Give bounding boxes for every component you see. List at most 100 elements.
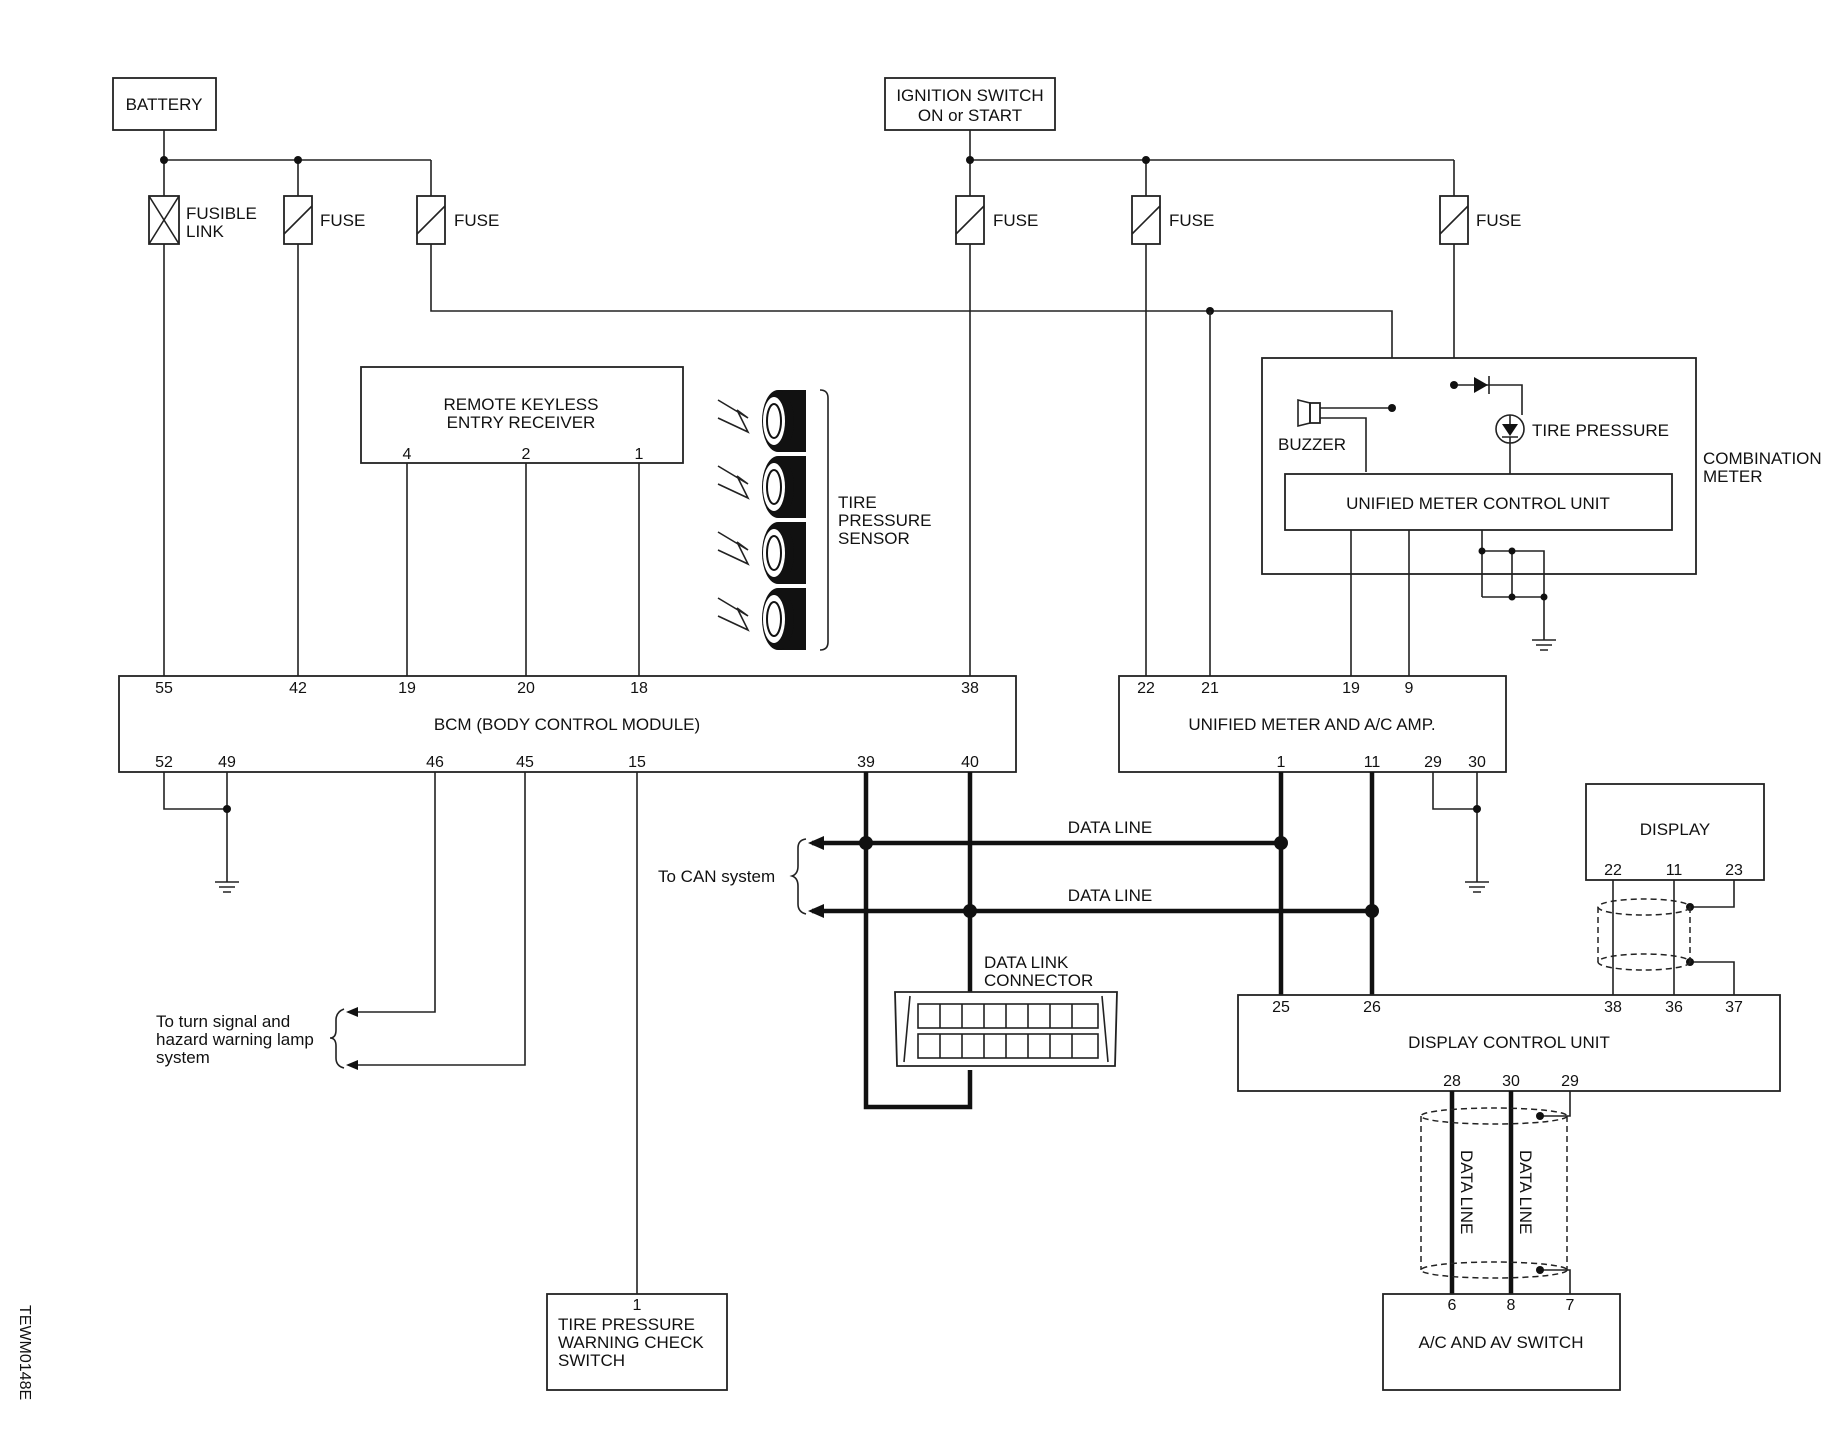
rke-pin-4: 4	[403, 446, 412, 463]
switch-pin-8: 8	[1507, 1297, 1516, 1314]
display-control-unit-label: DISPLAY CONTROL UNIT	[1408, 1033, 1610, 1052]
rke-label-1: REMOTE KEYLESS	[444, 395, 599, 414]
um-pin-11: 11	[1364, 754, 1381, 771]
fusible-link-label-1: FUSIBLE	[186, 204, 257, 223]
tire-icon	[717, 456, 806, 518]
dlc-label-1: DATA LINK	[984, 953, 1069, 972]
um-pin-30: 30	[1468, 754, 1486, 771]
dcu-pin-26: 26	[1363, 999, 1381, 1016]
tpw-label-2: WARNING CHECK	[558, 1333, 704, 1352]
bcm-pin-38: 38	[961, 680, 979, 697]
dcu-pin-28: 28	[1443, 1073, 1461, 1090]
can-data-line-label: DATA LINE	[1068, 818, 1152, 837]
dlc-label-2: CONNECTOR	[984, 971, 1093, 990]
dcu-pin-29: 29	[1561, 1073, 1579, 1090]
unified-meter-ac-amp-label: UNIFIED METER AND A/C AMP.	[1188, 715, 1435, 734]
um-pin-21: 21	[1201, 680, 1219, 697]
switch-pin-7: 7	[1566, 1297, 1575, 1314]
fuse-label: FUSE	[454, 211, 499, 230]
bcm-pin-19: 19	[398, 680, 416, 697]
bcm-pin-46: 46	[426, 754, 444, 771]
dcu-pin-38: 38	[1604, 999, 1622, 1016]
bcm-pin-39: 39	[857, 754, 875, 771]
tps-label-2: PRESSURE	[838, 511, 932, 530]
rke-label-2: ENTRY RECEIVER	[447, 413, 596, 432]
tpw-pin-1: 1	[633, 1297, 642, 1314]
um-pin-29: 29	[1424, 754, 1442, 771]
tire-icon	[717, 522, 806, 584]
battery-label: BATTERY	[126, 95, 203, 114]
shield-icon	[1420, 1107, 1568, 1279]
fuse-ignition-3: FUSE	[1439, 195, 1521, 245]
fuse-label: FUSE	[1476, 211, 1521, 230]
fusible-link: FUSIBLE LINK	[148, 195, 257, 245]
fuse-label: FUSE	[993, 211, 1038, 230]
ignition-switch-label-2: ON or START	[918, 106, 1022, 125]
bcm-pin-55: 55	[155, 680, 173, 697]
bcm-module: BCM (BODY CONTROL MODULE) 55 42 19 20 18…	[118, 675, 1017, 773]
buzzer-label: BUZZER	[1278, 435, 1346, 454]
shield-icon	[1597, 898, 1691, 971]
dcu-pin-37: 37	[1725, 999, 1743, 1016]
dcu-pin-36: 36	[1665, 999, 1683, 1016]
fuse-label: FUSE	[320, 211, 365, 230]
to-can-system-label: To CAN system	[658, 867, 775, 886]
display-pin-11: 11	[1666, 862, 1683, 879]
fuse-battery-1: FUSE	[283, 195, 365, 245]
figure-code: TEWM0148E	[16, 1305, 33, 1400]
fuse-battery-2: FUSE	[416, 195, 499, 245]
um-pin-9: 9	[1405, 680, 1414, 697]
um-pin-1: 1	[1277, 754, 1286, 771]
tpw-label-1: TIRE PRESSURE	[558, 1315, 695, 1334]
buzzer-icon	[1297, 398, 1392, 472]
display-pin-22: 22	[1604, 862, 1622, 879]
ground-icon	[215, 881, 239, 893]
bcm-pin-18: 18	[630, 680, 648, 697]
bcm-pin-42: 42	[289, 680, 307, 697]
data-line-vertical-label: DATA LINE	[1457, 1150, 1476, 1234]
data-link-connector: DATA LINK CONNECTOR	[894, 953, 1118, 1067]
um-pin-19: 19	[1342, 680, 1360, 697]
tps-label-1: TIRE	[838, 493, 877, 512]
tire-pressure-sensors: TIRE PRESSURE SENSOR	[717, 389, 932, 651]
ac-av-switch-label: A/C AND AV SWITCH	[1419, 1333, 1584, 1352]
fuse-label: FUSE	[1169, 211, 1214, 230]
bcm-pin-52: 52	[155, 754, 173, 771]
tire-icon	[717, 390, 806, 452]
ignition-switch-source: IGNITION SWITCH ON or START	[884, 77, 1056, 131]
unified-meter-control-unit-label: UNIFIED METER CONTROL UNIT	[1346, 494, 1610, 513]
rke-pin-1: 1	[635, 446, 644, 463]
switch-pin-6: 6	[1448, 1297, 1457, 1314]
turn-signal-label-1: To turn signal and	[156, 1012, 290, 1031]
diode-icon	[1474, 376, 1490, 394]
ground-icon	[1532, 639, 1556, 651]
ignition-switch-label-1: IGNITION SWITCH	[896, 86, 1043, 105]
bcm-pin-49: 49	[218, 754, 236, 771]
tire-icon	[717, 588, 806, 650]
bcm-pin-15: 15	[628, 754, 646, 771]
unified-meter-ac-amp: UNIFIED METER AND A/C AMP. 22 21 19 9 1 …	[1118, 675, 1507, 773]
battery-source: BATTERY	[112, 77, 217, 131]
combination-meter: COMBINATION METER BUZZER TIRE PRESSURE U…	[1261, 357, 1822, 640]
tire-pressure-warning-check-switch: 1 TIRE PRESSURE WARNING CHECK SWITCH	[546, 1293, 728, 1391]
bcm-pin-40: 40	[961, 754, 979, 771]
turn-signal-label-2: hazard warning lamp	[156, 1030, 314, 1049]
combination-meter-label-1: COMBINATION	[1703, 449, 1822, 468]
can-data-line-label: DATA LINE	[1068, 886, 1152, 905]
fuse-ignition-1: FUSE	[955, 195, 1038, 245]
combination-meter-label-2: METER	[1703, 467, 1763, 486]
dcu-pin-25: 25	[1272, 999, 1290, 1016]
display-label: DISPLAY	[1640, 820, 1711, 839]
ac-av-switch: 6 8 7 A/C AND AV SWITCH	[1382, 1293, 1621, 1391]
display-control-unit: DISPLAY CONTROL UNIT 25 26 38 36 37 28 3…	[1237, 994, 1781, 1092]
fusible-link-label-2: LINK	[186, 222, 224, 241]
tire-pressure-lamp-icon	[1495, 414, 1525, 444]
bcm-pin-20: 20	[517, 680, 535, 697]
bcm-label: BCM (BODY CONTROL MODULE)	[434, 715, 700, 734]
ground-icon	[1465, 881, 1489, 893]
fuse-ignition-2: FUSE	[1131, 195, 1214, 245]
turn-signal-system-note: To turn signal and hazard warning lamp s…	[156, 1012, 314, 1067]
display-unit: DISPLAY 22 11 23	[1585, 783, 1765, 881]
um-pin-22: 22	[1137, 680, 1155, 697]
